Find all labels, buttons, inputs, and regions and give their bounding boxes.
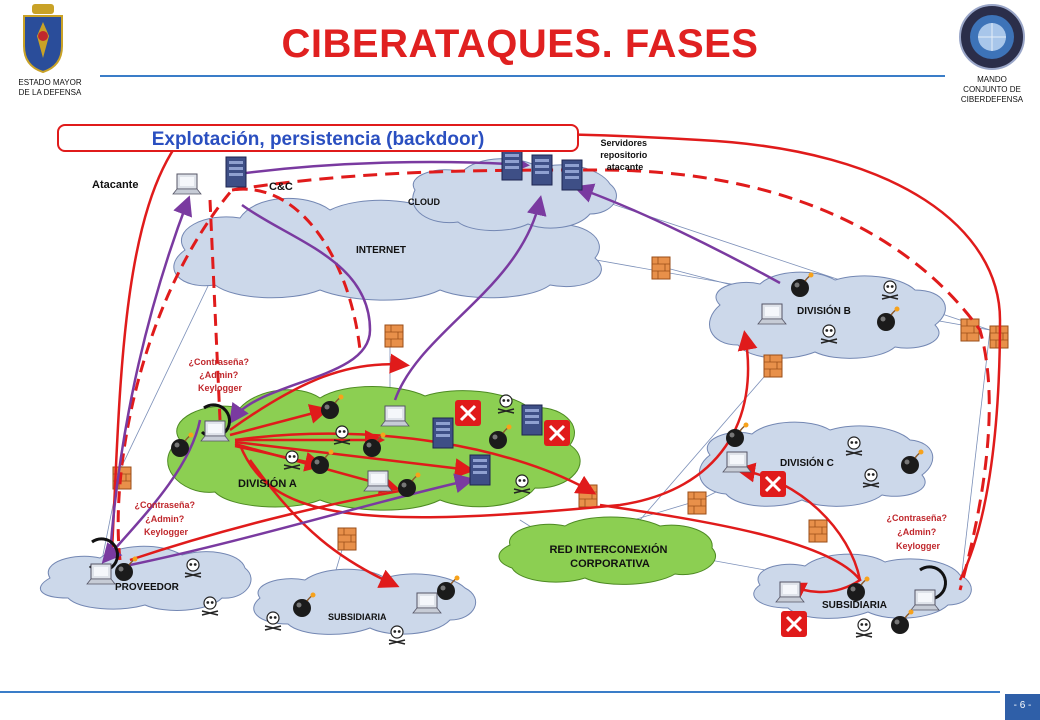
right-org-name: MANDO CONJUNTO DE CIBERDEFENSA (960, 75, 1024, 104)
skull-icon (333, 425, 351, 445)
skull-icon (283, 450, 301, 470)
page-title: CIBERATAQUES. FASES (281, 22, 759, 66)
workstation-icon (412, 592, 442, 614)
workstation-icon (363, 470, 393, 492)
server-icon (469, 454, 491, 486)
firewall-icon (337, 527, 357, 551)
internet-label: INTERNET (356, 245, 406, 256)
page-number: - 6 - (1005, 694, 1040, 720)
division-a-label: DIVISIÓN A (238, 477, 297, 490)
cc-server-icon (225, 156, 247, 188)
server-icon (521, 404, 543, 436)
compromised-tools-icon (542, 418, 572, 448)
skull-icon (513, 474, 531, 494)
firewall-icon (808, 519, 828, 543)
firewall-icon (687, 491, 707, 515)
repository-server-icon (531, 154, 553, 186)
skull-icon (862, 468, 880, 488)
emd-crest-icon (18, 2, 68, 79)
skull-icon (820, 324, 838, 344)
subsidiaria-left-cloud (253, 568, 477, 635)
header-rule (100, 75, 945, 77)
attacker-label: Atacante (92, 179, 138, 191)
skull-icon (184, 558, 202, 578)
keylogger-annotation-proveedor: ¿Contraseña? ¿Admin? Keylogger (134, 500, 197, 537)
compromised-tools-icon (779, 609, 809, 639)
workstation-icon (757, 303, 787, 325)
subsidiaria-right-label: SUBSIDIARIA (822, 600, 887, 611)
workstation-icon (200, 420, 230, 442)
cc-label: C&C (269, 181, 293, 193)
firewall-icon (763, 354, 783, 378)
repository-server-icon (501, 149, 523, 181)
callback-path-dashed (231, 168, 991, 591)
cloud-label: CLOUD (408, 197, 440, 207)
skull-icon (855, 618, 873, 638)
skull-icon (845, 436, 863, 456)
compromised-tools-icon (758, 469, 788, 499)
workstation-icon (722, 451, 752, 473)
skull-icon (497, 394, 515, 414)
compromised-tools-icon (453, 398, 483, 428)
firewall-icon (651, 256, 671, 280)
left-org-name: ESTADO MAYOR DE LA DEFENSA (18, 78, 82, 97)
mccd-seal-icon (958, 3, 1026, 76)
firewall-icon (384, 324, 404, 348)
red-corporativa-cloud (498, 516, 716, 585)
servers-label: Servidores repositorio atacante (600, 138, 650, 172)
phase-title: Explotación, persistencia (backdoor) (152, 129, 485, 150)
skull-icon (264, 611, 282, 631)
workstation-icon (380, 405, 410, 427)
workstation-icon (86, 563, 116, 585)
server-icon (432, 417, 454, 449)
division-b-cloud (709, 271, 946, 359)
keylogger-annotation-subsidiaria: ¿Contraseña? ¿Admin? Keylogger (886, 513, 949, 551)
subsidiaria-left-label: SUBSIDIARIA (328, 612, 387, 622)
keylogger-annotation-a: ¿Contraseña? ¿Admin? Keylogger (188, 357, 251, 393)
attacker-pc-icon (172, 173, 202, 195)
repository-server-icon (561, 159, 583, 191)
division-b-label: DIVISIÓN B (797, 304, 851, 317)
skull-icon (881, 280, 899, 300)
skull-icon (201, 596, 219, 616)
firewall-icon (960, 318, 980, 342)
red-corporativa-label: RED INTERCONEXIÓN CORPORATIVA (549, 543, 670, 570)
workstation-icon (910, 589, 940, 611)
division-c-label: DIVISIÓN C (780, 456, 834, 469)
infection-path-dashed (116, 187, 362, 561)
proveedor-label: PROVEEDOR (115, 582, 180, 593)
workstation-icon (775, 581, 805, 603)
skull-icon (388, 625, 406, 645)
footer-rule (0, 691, 1000, 693)
